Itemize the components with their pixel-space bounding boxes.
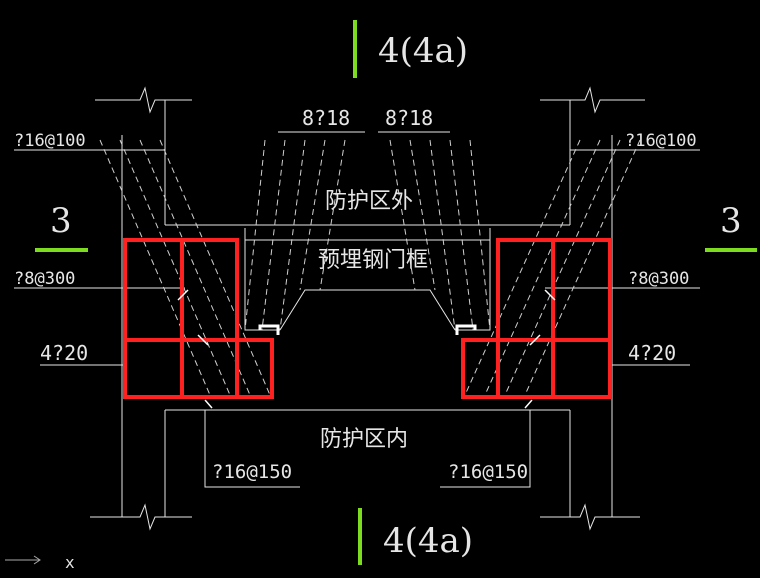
label-protection-outside: 防护区外: [325, 189, 413, 214]
section-label-right: 3: [720, 201, 742, 241]
section-label-left: 3: [50, 201, 72, 241]
break-line-bottom-left: [90, 503, 192, 531]
break-line-top-right: [540, 86, 645, 114]
rebar-cage-right: [461, 238, 612, 399]
rebar-cage-left: [123, 238, 274, 399]
break-line-top-left: [95, 86, 192, 114]
label-right-bars: 4?20: [628, 341, 676, 365]
label-protection-inside: 防护区内: [320, 427, 408, 452]
frame-corner-hooks: [258, 324, 477, 335]
label-left-stirrup-top: ?16@100: [14, 131, 86, 151]
label-bottom-left-stirrup: ?16@150: [212, 461, 292, 483]
label-left-bars: 4?20: [40, 341, 88, 365]
section-label-top: 4(4a): [378, 31, 468, 71]
label-right-stirrup-top: ?16@100: [625, 131, 697, 151]
label-rebar-left: 8?18: [302, 106, 350, 130]
axis-label-x: x: [65, 553, 75, 572]
label-rebar-right: 8?18: [385, 106, 433, 130]
section-label-bottom: 4(4a): [383, 521, 473, 561]
section-marks: [35, 20, 757, 565]
label-bottom-right-stirrup: ?16@150: [448, 461, 528, 483]
axis-indicator: [5, 555, 41, 565]
tie-hooks: [177, 289, 556, 409]
label-right-tie: ?8@300: [628, 269, 689, 289]
dashed-rebar-lines: [99, 139, 641, 396]
label-embedded-frame: 预埋钢门框: [318, 248, 428, 273]
label-left-tie: ?8@300: [14, 269, 75, 289]
break-line-bottom-right: [540, 503, 640, 531]
